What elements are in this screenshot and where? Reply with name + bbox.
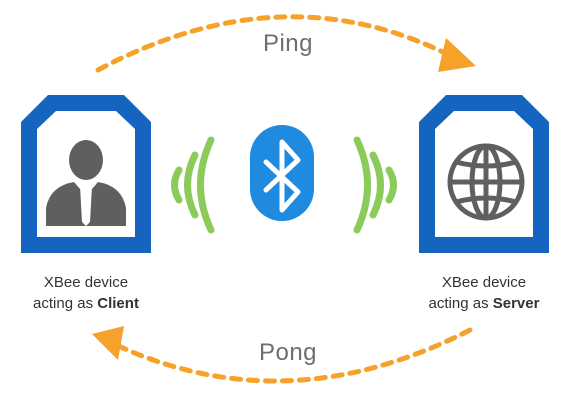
server-caption-line2: acting as Server xyxy=(399,293,569,314)
ping-label: Ping xyxy=(262,30,314,57)
pong-label: Pong xyxy=(258,339,318,366)
ping-arrowhead xyxy=(438,38,476,72)
pong-arrow xyxy=(109,327,473,384)
client-role: Client xyxy=(97,295,139,312)
client-caption-prefix: acting as xyxy=(33,295,98,312)
client-caption-line2: acting as Client xyxy=(1,293,171,314)
ping-arrow xyxy=(95,14,458,73)
server-caption-prefix: acting as xyxy=(428,295,493,312)
client-caption: XBee device acting as Client xyxy=(1,272,171,314)
server-caption-line1: XBee device xyxy=(441,274,527,291)
server-signal-waves xyxy=(353,136,397,234)
client-caption-line1: XBee device xyxy=(43,274,129,291)
client-device xyxy=(21,95,151,253)
server-role: Server xyxy=(492,295,540,312)
server-device xyxy=(419,95,549,253)
client-signal-waves xyxy=(171,136,215,234)
user-icon xyxy=(46,140,126,226)
bluetooth-icon xyxy=(250,125,314,221)
pong-arrowhead xyxy=(92,326,124,360)
server-caption: XBee device acting as Server xyxy=(399,272,569,314)
globe-icon xyxy=(447,143,525,221)
